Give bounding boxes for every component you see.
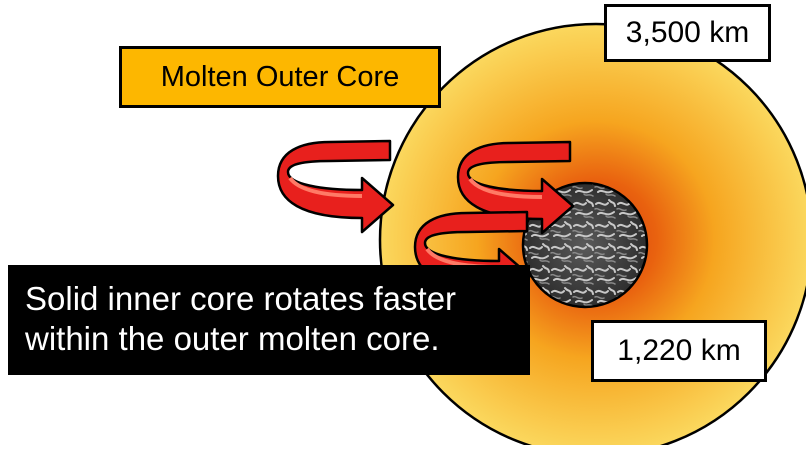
outer-core-label: Molten Outer Core — [119, 46, 441, 108]
caption-line-2: within the outer molten core. — [25, 320, 440, 357]
inner-core-radius-text: 1,220 km — [617, 334, 741, 367]
outer-core-radius-label: 3,500 km — [604, 4, 771, 62]
outer-core-label-text: Molten Outer Core — [160, 60, 400, 93]
inner-core-radius-label: 1,220 km — [591, 320, 767, 382]
outer-core-radius-text: 3,500 km — [625, 16, 750, 49]
curved-arrow-icon — [276, 139, 395, 234]
caption-line-1: Solid inner core rotates faster — [25, 280, 457, 317]
curved-arrow-icon — [456, 140, 575, 235]
caption-box: Solid inner core rotates faster within t… — [8, 265, 530, 375]
